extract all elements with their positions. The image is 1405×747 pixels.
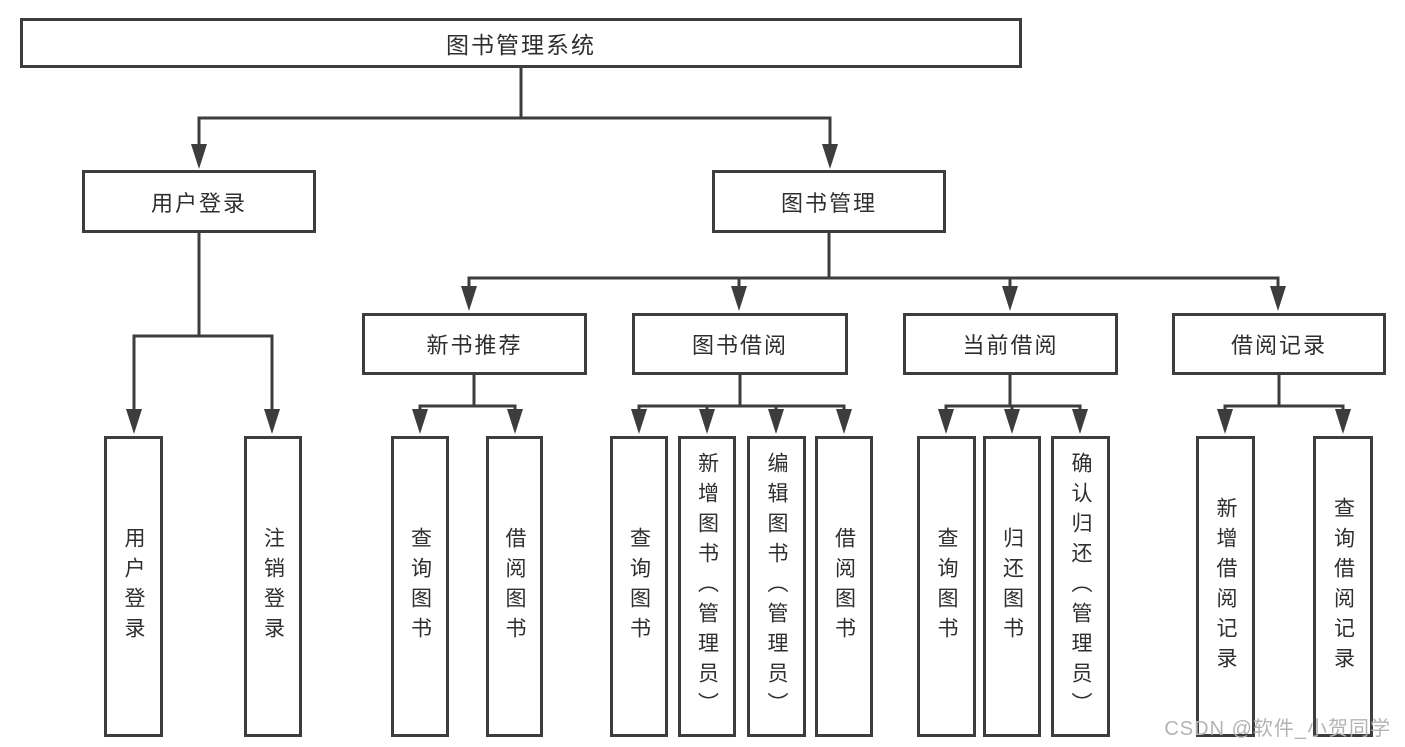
node-label: 借阅图书 [503, 526, 526, 647]
leaf-add-book-admin: 新增图书（管理员） [678, 436, 736, 737]
leaf-logout: 注销登录 [244, 436, 302, 737]
node-new-book-recommend: 新书推荐 [362, 313, 587, 375]
leaf-edit-book-admin: 编辑图书（管理员） [747, 436, 806, 737]
node-current-borrowing: 当前借阅 [903, 313, 1118, 375]
csdn-watermark: CSDN @软件_小贺同学 [1164, 718, 1391, 740]
leaf-borrowing-borrow-books: 借阅图书 [815, 436, 873, 737]
node-label: 借阅记录 [1230, 333, 1327, 358]
node-label: 用户登录 [122, 526, 145, 647]
node-library-management-system: 图书管理系统 [20, 18, 1022, 68]
node-label: 图书借阅 [691, 333, 788, 358]
node-label: 查询图书 [408, 526, 432, 647]
leaf-add-borrow-record: 新增借阅记录 [1196, 436, 1255, 737]
node-label: 查询借阅记录 [1331, 496, 1355, 677]
leaf-return-book: 归还图书 [983, 436, 1041, 737]
node-label: 查询图书 [627, 526, 651, 647]
node-label: 新书推荐 [426, 333, 523, 358]
node-label: 归还图书 [1000, 526, 1024, 647]
node-book-management: 图书管理 [712, 170, 946, 233]
leaf-query-borrow-record: 查询借阅记录 [1313, 436, 1373, 737]
node-label: 当前借阅 [962, 333, 1059, 358]
leaf-recommend-borrow-books: 借阅图书 [486, 436, 543, 737]
node-label: 图书管理系统 [446, 32, 596, 58]
leaf-current-query-books: 查询图书 [917, 436, 976, 737]
leaf-borrowing-query-books: 查询图书 [610, 436, 668, 737]
node-label: 注销登录 [261, 526, 285, 647]
leaf-recommend-query-books: 查询图书 [391, 436, 449, 737]
node-label: 新增图书（管理员） [695, 451, 719, 722]
node-label: 确认归还（管理员） [1069, 451, 1092, 722]
leaf-user-login: 用户登录 [104, 436, 163, 737]
node-borrowing-records: 借阅记录 [1172, 313, 1386, 375]
node-label: 新增借阅记录 [1214, 496, 1237, 677]
node-user-login: 用户登录 [82, 170, 316, 233]
node-label: 查询图书 [935, 526, 958, 647]
node-label: 用户登录 [150, 190, 247, 216]
node-label: 编辑图书（管理员） [765, 451, 788, 722]
leaf-confirm-return-admin: 确认归还（管理员） [1051, 436, 1110, 737]
node-label: 图书管理 [780, 190, 877, 216]
node-book-borrowing: 图书借阅 [632, 313, 848, 375]
node-label: 借阅图书 [832, 526, 856, 647]
